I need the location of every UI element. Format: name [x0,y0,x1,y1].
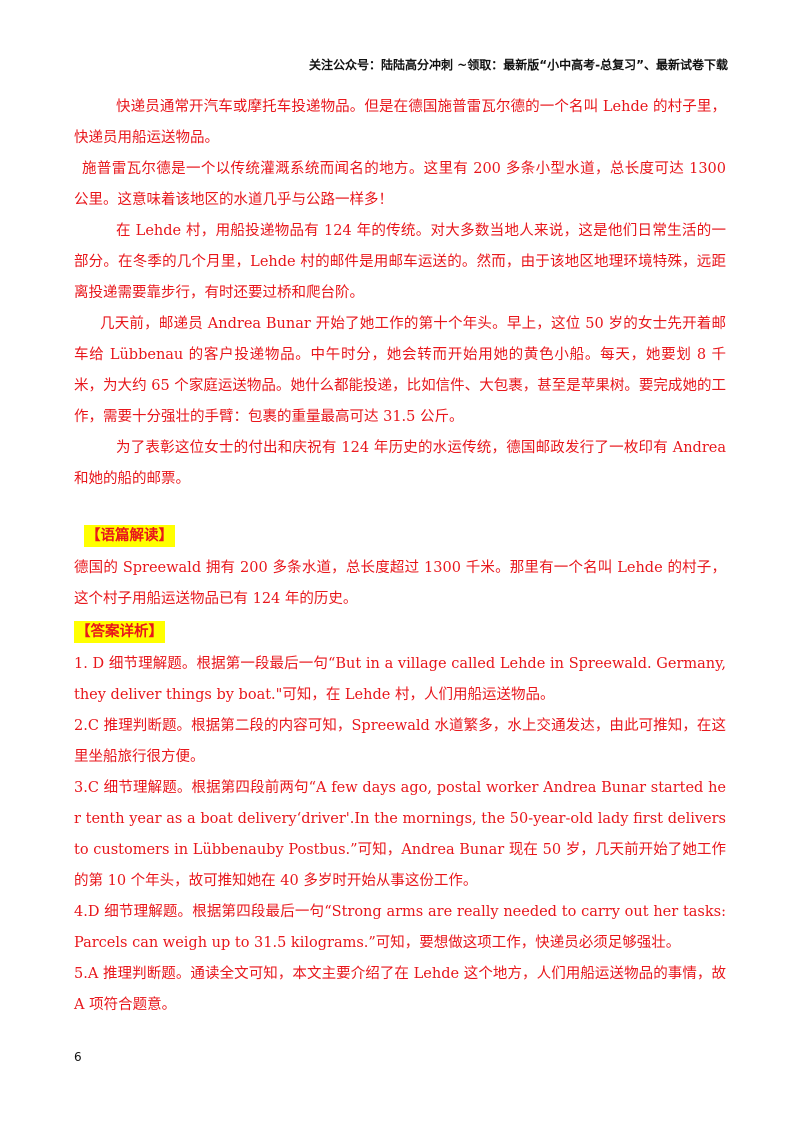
translation-paragraph-2: 施普雷瓦尔德是一个以传统灌溉系统而闻名的地方。这里有 200 多条小型水道，总长… [74,161,726,208]
answer-item-2: 2.C 推理判断题。根据第二段的内容可知，Spreewald 水道繁多，水上交通… [74,718,726,765]
page-number: 6 [74,1050,82,1064]
reading-paragraph: 德国的 Spreewald 拥有 200 多条水道，总长度超过 1300 千米。… [74,560,726,607]
answers-heading: 【答案详析】 [74,621,165,643]
reading-heading: 【语篇解读】 [84,525,175,547]
page-content: 快递员通常开汽车或摩托车投递物品。但是在德国施普雷瓦尔德的一个名叫 Lehde … [74,92,726,1021]
answer-item-5: 5.A 推理判断题。通读全文可知，本文主要介绍了在 Lehde 这个地方，人们用… [74,966,726,1013]
answer-item-3: 3.C 细节理解题。根据第四段前两句“A few days ago, posta… [74,780,726,889]
answer-item-1: 1. D 细节理解题。根据第一段最后一句“But in a village ca… [74,656,726,703]
page-header: 关注公众号：陆陆高分冲刺 ~领取：最新版“小中高考-总复习”、最新试卷下载 [309,58,728,72]
reading-heading-row: 【语篇解读】 [84,525,726,547]
translation-paragraph-5: 为了表彰这位女士的付出和庆祝有 124 年历史的水运传统，德国邮政发行了一枚印有… [74,440,726,487]
answers-heading-row: 【答案详析】 [74,621,726,643]
translation-paragraph-1: 快递员通常开汽车或摩托车投递物品。但是在德国施普雷瓦尔德的一个名叫 Lehde … [74,99,726,146]
answer-item-4: 4.D 细节理解题。根据第四段最后一句“Strong arms are real… [74,904,726,951]
section-gap [74,495,726,519]
translation-paragraph-3: 在 Lehde 村，用船投递物品有 124 年的传统。对大多数当地人来说，这是他… [74,223,726,301]
translation-paragraph-4: 几天前，邮递员 Andrea Bunar 开始了她工作的第十个年头。早上，这位 … [74,316,726,425]
